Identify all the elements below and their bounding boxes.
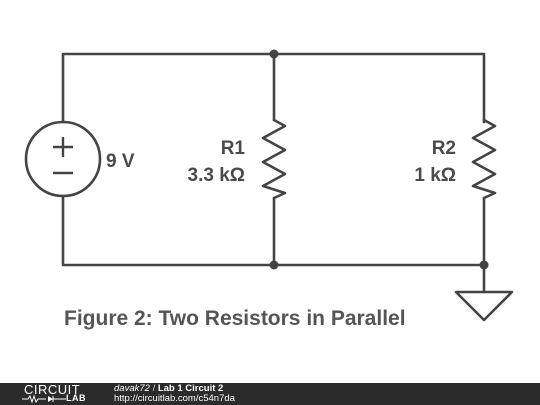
footer-bar: CIRCUIT LAB davak72 / Lab 1 Circuit 2 ht… (0, 382, 540, 405)
source-value-label: 9 V (106, 151, 135, 172)
junction-dot-bottom-right (479, 260, 489, 270)
resistor-r2-icon (471, 118, 497, 200)
r2-name-label: R2 (432, 138, 456, 159)
logo-circuit-text: CIRCUIT (24, 382, 81, 397)
resistor-r1-icon (261, 118, 287, 200)
circuit-title-link[interactable]: Lab 1 Circuit 2 (157, 383, 224, 394)
author-link[interactable]: davak72 (114, 383, 150, 394)
logo-lab-text: LAB (66, 393, 86, 403)
footer-info: davak72 / Lab 1 Circuit 2 http://circuit… (114, 384, 235, 404)
footer-title-line: davak72 / Lab 1 Circuit 2 (114, 384, 235, 394)
bottom-wire (61, 194, 486, 267)
r1-value-label: 3.3 kΩ (188, 165, 246, 186)
voltage-source (24, 120, 102, 198)
circuitlab-logo[interactable]: CIRCUIT LAB (4, 382, 104, 405)
junction-dot-top (269, 49, 279, 59)
logo-waveform-icon (22, 394, 66, 404)
circuit-url-link[interactable]: http://circuitlab.com/c54n7da (114, 393, 235, 404)
footer-separator: / (152, 383, 156, 394)
junction-dot-bottom-left (269, 260, 279, 270)
r2-value-label: 1 kΩ (414, 165, 456, 186)
circuit-schematic: 9 V R1 3.3 kΩ R2 1 kΩ Figure 2: Two Resi… (24, 49, 514, 330)
ground-icon (454, 290, 514, 322)
figure-caption: Figure 2: Two Resistors in Parallel (64, 307, 406, 330)
r1-name-label: R1 (221, 138, 246, 159)
